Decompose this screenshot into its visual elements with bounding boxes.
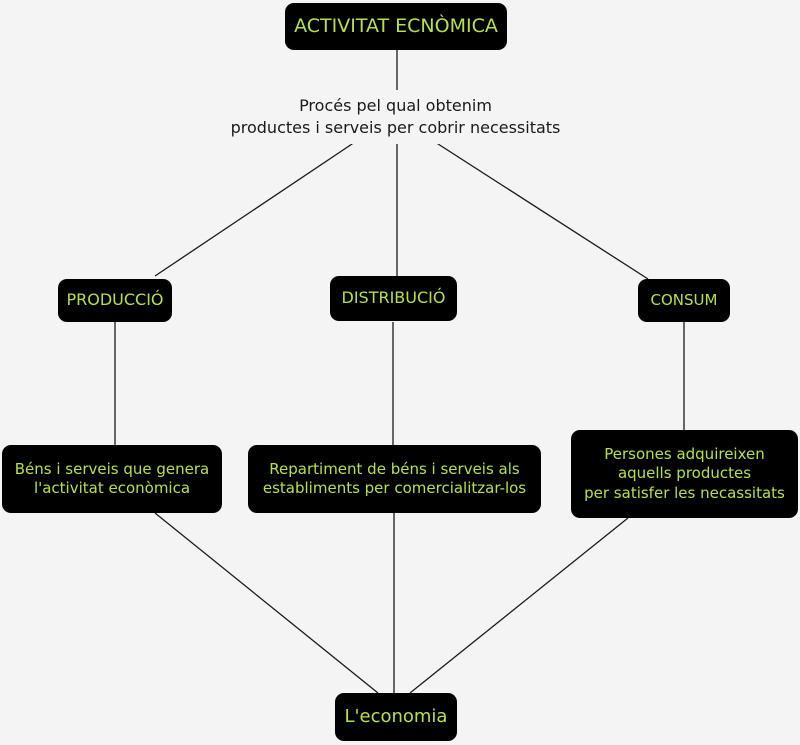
connector-produccio-description-to-economia xyxy=(154,512,379,694)
distribucio-description-node: Repartiment de béns i serveis als establ… xyxy=(248,445,541,513)
distribucio-node: DISTRIBUCIÓ xyxy=(330,276,457,321)
connector-consum-description-to-economia xyxy=(409,517,629,694)
activitat-economica-node: ACTIVITAT ECNÒMICA xyxy=(285,3,507,50)
consum-node: CONSUM xyxy=(638,279,730,322)
economia-node: L'economia xyxy=(335,693,457,741)
produccio-node: PRODUCCIÓ xyxy=(58,279,172,322)
connector-definition-to-consum xyxy=(434,141,649,280)
definition-text: Procés pel qual obtenim productes i serv… xyxy=(228,90,563,144)
connector-definition-to-produccio xyxy=(154,141,356,277)
consum-description-node: Persones adquireixen aquells productes p… xyxy=(571,430,798,518)
produccio-description-node: Béns i serveis que genera l'activitat ec… xyxy=(2,445,222,513)
